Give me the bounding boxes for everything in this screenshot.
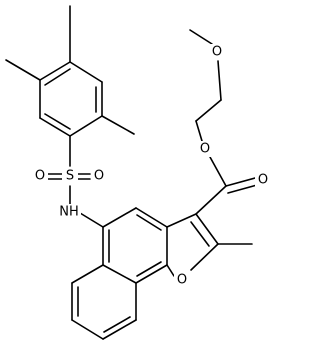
bond (103, 316, 131, 333)
bonds (5, 5, 258, 340)
bond (71, 319, 104, 340)
bond (102, 207, 137, 228)
bond (102, 319, 137, 340)
atom-labels: O O O O S O NH O (32, 44, 271, 288)
atom-methoxy-o: O (209, 44, 225, 60)
bond (39, 61, 71, 81)
bond (195, 99, 222, 122)
bond (102, 264, 137, 284)
bond (136, 261, 162, 277)
atom-label: S (66, 169, 74, 184)
bond (71, 264, 104, 284)
atom-label: O (200, 142, 210, 157)
bond (166, 264, 175, 277)
atom-label: O (35, 169, 45, 184)
bond (195, 120, 203, 142)
molecule-structure: O O O O S O NH O (5, 5, 271, 340)
bond (166, 213, 197, 228)
bond (39, 117, 71, 137)
bond (190, 221, 210, 247)
atom-label: O (258, 173, 268, 188)
bond (135, 207, 168, 228)
bond (69, 61, 103, 83)
atom-sulfonyl-o-right: O (91, 168, 107, 184)
bond (136, 214, 162, 231)
atom-label: O (177, 273, 187, 288)
atom-sulfonyl-s: S (62, 168, 78, 184)
atom-furan-o: O (174, 272, 190, 288)
bond (189, 29, 213, 45)
bond (227, 184, 258, 194)
bond (5, 59, 41, 81)
atom-amine-nh: NH (57, 204, 81, 220)
bond (44, 113, 71, 130)
atom-carbonyl-o: O (255, 172, 271, 188)
bond (225, 177, 256, 187)
bond (195, 185, 227, 215)
bond (135, 264, 168, 284)
bond (101, 115, 135, 135)
bond (44, 68, 71, 86)
bond (209, 156, 227, 187)
bond (190, 243, 219, 271)
bond (79, 212, 104, 228)
bond (69, 115, 103, 137)
atom-label: NH (59, 205, 79, 220)
atom-label: O (94, 169, 104, 184)
bond (217, 60, 222, 101)
atom-label: O (212, 45, 222, 60)
atom-sulfonyl-o-left: O (32, 168, 48, 184)
atom-ester-o: O (197, 141, 213, 157)
bond (195, 213, 219, 245)
